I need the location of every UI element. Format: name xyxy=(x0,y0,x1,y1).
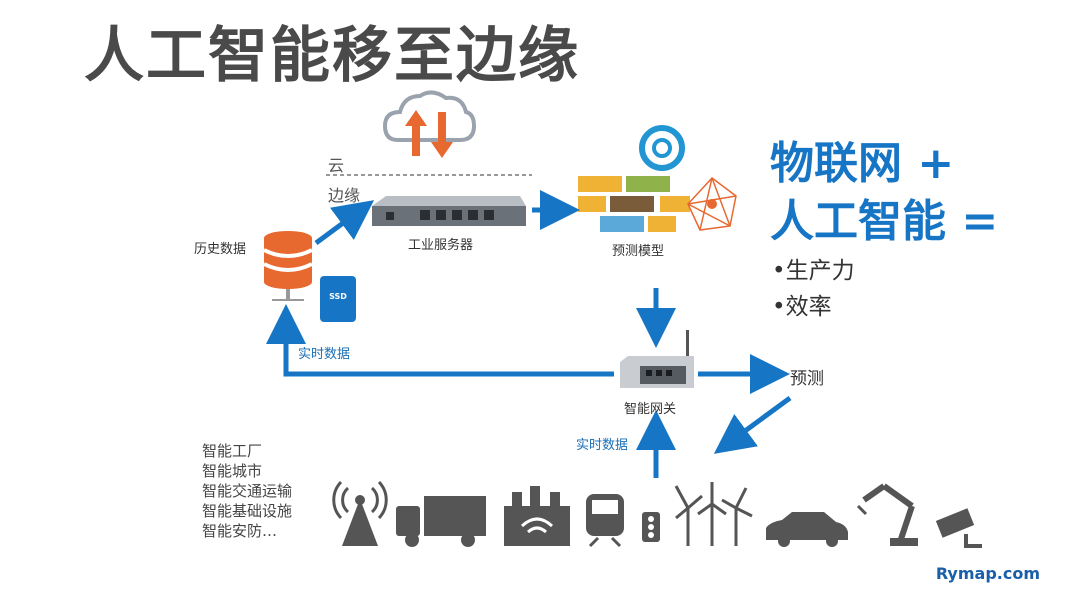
applications-list: 智能工厂 智能城市 智能交通运输 智能基础设施 智能安防… xyxy=(202,441,292,541)
page-title: 人工智能移至边缘 xyxy=(84,21,580,91)
car-icon xyxy=(766,512,848,547)
gateway-icon xyxy=(620,330,694,388)
truck-icon xyxy=(396,496,486,547)
brand-watermark: Rymap.com xyxy=(935,564,1040,583)
application-item: 智能工厂 xyxy=(202,442,263,460)
train-icon xyxy=(586,494,624,548)
factory-wifi-icon xyxy=(504,486,570,546)
bullet-productivity: •生产力 xyxy=(772,258,855,284)
cloud-label: 云 xyxy=(328,156,345,175)
model-label: 预测模型 xyxy=(612,244,665,259)
server-icon xyxy=(372,196,526,226)
ssd-label: SSD xyxy=(329,292,347,301)
realtime-data-label-left: 实时数据 xyxy=(298,347,351,362)
gateway-label: 智能网关 xyxy=(624,402,677,417)
camera-icon xyxy=(935,508,982,548)
up-down-arrows-icon xyxy=(405,110,453,158)
edge-label: 边缘 xyxy=(328,186,361,205)
predict-label: 预测 xyxy=(790,369,824,389)
formula-line-2: 人工智能 = xyxy=(770,196,999,247)
ssd-icon xyxy=(320,276,356,322)
application-item: 智能城市 xyxy=(202,462,263,480)
cloud-icon xyxy=(382,90,477,142)
server-label: 工业服务器 xyxy=(408,238,474,253)
model-icon xyxy=(578,125,737,232)
radio-tower-icon xyxy=(332,480,388,546)
traffic-light-icon xyxy=(642,512,660,542)
bullet-efficiency: •效率 xyxy=(772,294,832,320)
formula-line-1: 物联网 + xyxy=(770,138,955,189)
realtime-data-label-bottom: 实时数据 xyxy=(576,438,629,453)
robot-arm-icon xyxy=(856,483,918,546)
application-item: 智能交通运输 xyxy=(202,482,293,500)
application-item: 智能基础设施 xyxy=(202,502,293,520)
database-icon xyxy=(263,231,313,301)
arrow-to-devices xyxy=(713,395,792,454)
arrow-db-to-server xyxy=(314,200,375,246)
wind-turbines-icon xyxy=(674,482,753,546)
arrow-gateway-to-db xyxy=(266,304,614,377)
application-item: 智能安防… xyxy=(202,522,278,540)
history-data-label: 历史数据 xyxy=(194,242,247,257)
